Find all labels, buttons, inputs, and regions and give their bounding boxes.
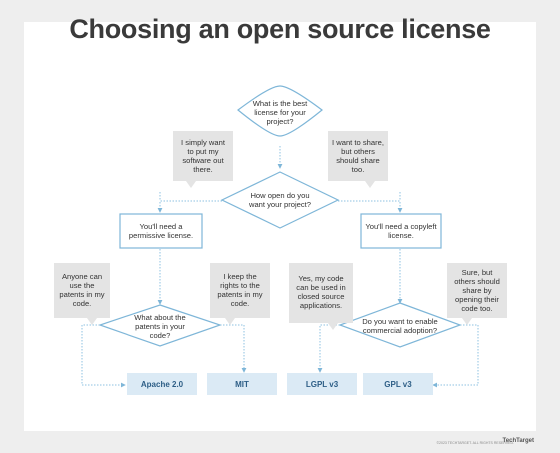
bubble-closed-source-text: Yes, my code can be used in closed sourc… bbox=[296, 274, 346, 310]
bubble-closed-source bbox=[289, 263, 353, 330]
box-permissive-text: You'll need a permissive license. bbox=[128, 222, 194, 240]
decision-patents-text: What about the patents in your code? bbox=[134, 312, 186, 340]
decision-best-license-text: What is the best license for your projec… bbox=[252, 98, 308, 126]
connector-patents-to-apache bbox=[81, 324, 126, 388]
bubble-simply-text: I simply want to put my software out the… bbox=[181, 138, 225, 174]
decision-how-open-text: How open do you want your project? bbox=[248, 191, 312, 209]
result-mit-label: MIT bbox=[235, 379, 249, 389]
connector-commercial-to-gpl bbox=[432, 324, 479, 388]
bubble-sure-but-text: Sure, but others should share by opening… bbox=[454, 267, 500, 313]
decision-best-license bbox=[237, 85, 323, 137]
result-lgpl-label: LGPL v3 bbox=[305, 379, 339, 389]
result-gpl-label: GPL v3 bbox=[384, 379, 412, 389]
bubble-keep-rights-text: I keep the rights to the patents in my c… bbox=[217, 272, 263, 308]
result-gpl-box bbox=[363, 373, 433, 395]
copyright-text: ©2023 TECHTARGET. ALL RIGHTS RESERVED. bbox=[436, 441, 514, 445]
bubble-share-text: I want to share, but others should share… bbox=[332, 138, 384, 174]
bubble-share bbox=[328, 131, 388, 188]
decision-how-open bbox=[220, 171, 340, 229]
box-copyleft bbox=[360, 213, 442, 249]
bubble-simply bbox=[173, 131, 233, 188]
box-copyleft-text: You'll need a copyleft license. bbox=[365, 222, 437, 240]
diagram-title: Choosing an open source license bbox=[69, 14, 491, 44]
bubble-keep-rights bbox=[210, 263, 270, 325]
bubble-anyone bbox=[54, 263, 110, 325]
connector-open-to-copyleft bbox=[338, 200, 403, 213]
connector-patents-to-mit bbox=[220, 324, 247, 373]
bubble-anyone-text: Anyone can use the patents in my code. bbox=[59, 272, 105, 308]
result-mit-box bbox=[207, 373, 277, 395]
connector-commercial-to-lgpl bbox=[317, 324, 340, 373]
connector-open-to-permissive bbox=[157, 200, 222, 213]
brand-logo: TechTarget bbox=[502, 438, 534, 444]
decision-commercial bbox=[338, 302, 462, 348]
box-permissive bbox=[119, 213, 203, 249]
decision-commercial-text: Do you want to enable commercial adoptio… bbox=[362, 317, 438, 335]
decision-patents bbox=[98, 304, 222, 347]
result-lgpl-box bbox=[287, 373, 357, 395]
result-apache-label: Apache 2.0 bbox=[140, 379, 184, 389]
bubble-sure-but bbox=[447, 263, 507, 325]
result-apache-box bbox=[127, 373, 197, 395]
